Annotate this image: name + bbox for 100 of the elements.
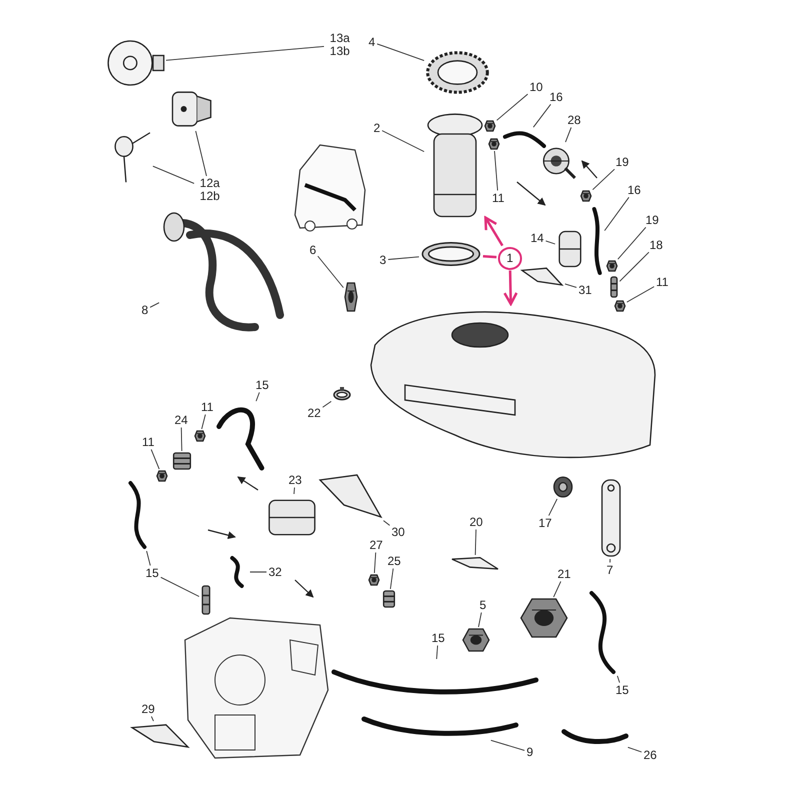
callout-number: 4 — [368, 36, 376, 48]
leader-line — [532, 104, 552, 128]
grommet-drawing — [553, 476, 573, 498]
leader-line — [490, 740, 525, 751]
clip-drawing — [606, 260, 618, 272]
callout-number: 29 — [140, 702, 156, 716]
leader-line — [294, 487, 295, 494]
callout-number: 32 — [268, 566, 283, 578]
leader-line — [627, 746, 642, 752]
callout-number: 28 — [566, 114, 582, 126]
clip-drawing — [194, 430, 206, 442]
callout-number: 15 — [614, 684, 630, 696]
leader-line — [592, 168, 615, 190]
cap-drawing — [105, 38, 165, 88]
clip-drawing — [344, 282, 358, 312]
callout-number: 7 — [606, 564, 614, 576]
leader-line — [619, 252, 650, 282]
leader-line — [610, 558, 611, 563]
callout-number: 16 — [626, 184, 642, 196]
leader-line — [256, 392, 260, 402]
callout-number: 22 — [306, 406, 322, 420]
callout-number: 17 — [538, 516, 553, 530]
leader-line — [201, 414, 206, 430]
seal-ring-drawing — [420, 240, 482, 268]
callout-number: 1 — [498, 246, 522, 270]
leader-line — [374, 552, 376, 574]
clip-drawing — [614, 300, 626, 312]
leader-line — [195, 130, 207, 176]
leader-line — [150, 302, 160, 308]
leader-line — [548, 498, 558, 516]
leader-line — [616, 675, 620, 684]
callout-number: 19 — [614, 156, 630, 168]
callout-number: 21 — [556, 568, 572, 580]
arrow — [484, 216, 504, 246]
callout-number: 24 — [174, 414, 189, 426]
callout-number: 11 — [200, 400, 214, 414]
leader-line — [152, 166, 195, 184]
leader-line — [390, 568, 394, 590]
callout-number: 25 — [386, 554, 402, 568]
clip-drawing — [484, 120, 496, 132]
clamp-drawing — [332, 386, 352, 402]
bracket-drawing — [450, 556, 500, 572]
leader-line — [388, 256, 420, 260]
callout-number: 11 — [655, 276, 670, 288]
leader-line — [626, 286, 655, 303]
callout-number: 31 — [578, 284, 593, 296]
clip-drawing — [520, 598, 568, 638]
leader-line — [478, 612, 482, 628]
leader-line — [150, 716, 154, 722]
callout-number: 6 — [308, 244, 318, 256]
callout-number: 10 — [528, 80, 544, 94]
leader-line — [494, 150, 498, 191]
leader-line — [482, 254, 497, 258]
callout-number: 2 — [372, 122, 382, 134]
leader-line — [564, 283, 577, 288]
callout-number: 19 — [644, 214, 660, 226]
callout-number: 20 — [468, 516, 484, 528]
leader-line — [166, 46, 324, 61]
callout-number: 26 — [642, 748, 658, 762]
callout-number: 8 — [140, 304, 150, 316]
leader-line — [565, 126, 572, 143]
callout-number: 5 — [478, 598, 488, 612]
leader-line — [160, 576, 200, 597]
leader-line — [180, 427, 182, 452]
callout-number: 11 — [141, 436, 156, 448]
hose-drawing — [590, 206, 604, 276]
callout-number: 23 — [288, 474, 303, 486]
leader-line — [553, 580, 562, 598]
clip-drawing — [368, 574, 380, 586]
bracket-drawing — [520, 266, 564, 288]
callout-number: 3 — [378, 254, 388, 266]
leader-line — [545, 240, 556, 244]
arrow — [503, 270, 518, 306]
leader-line — [382, 130, 425, 152]
connector-drawing — [380, 590, 398, 608]
leader-line — [146, 550, 151, 566]
callout-number: 18 — [648, 238, 664, 252]
callout-number: 15 — [430, 632, 446, 644]
callout-number: 14 — [530, 232, 545, 244]
leader-line — [383, 520, 390, 526]
callout-number: 15 — [254, 378, 270, 392]
leader-line — [474, 529, 476, 556]
leader-line — [317, 256, 344, 288]
leader-line — [322, 400, 332, 408]
leader-line — [436, 645, 438, 660]
callout-number: 27 — [368, 538, 384, 552]
connector-drawing — [609, 276, 619, 298]
connector-drawing — [200, 585, 212, 615]
ring-nut-drawing — [425, 50, 490, 95]
clip-drawing — [488, 138, 500, 150]
callout-number: 15 — [144, 566, 160, 580]
leader-line — [376, 43, 425, 62]
leader-line — [604, 196, 630, 232]
clip-drawing — [156, 470, 168, 482]
clip-drawing — [580, 190, 592, 202]
key-drawing — [112, 130, 152, 185]
bracket-drawing — [130, 722, 190, 750]
callout-number: 30 — [390, 526, 406, 538]
leader-line — [150, 448, 160, 470]
clip-drawing — [462, 628, 490, 652]
